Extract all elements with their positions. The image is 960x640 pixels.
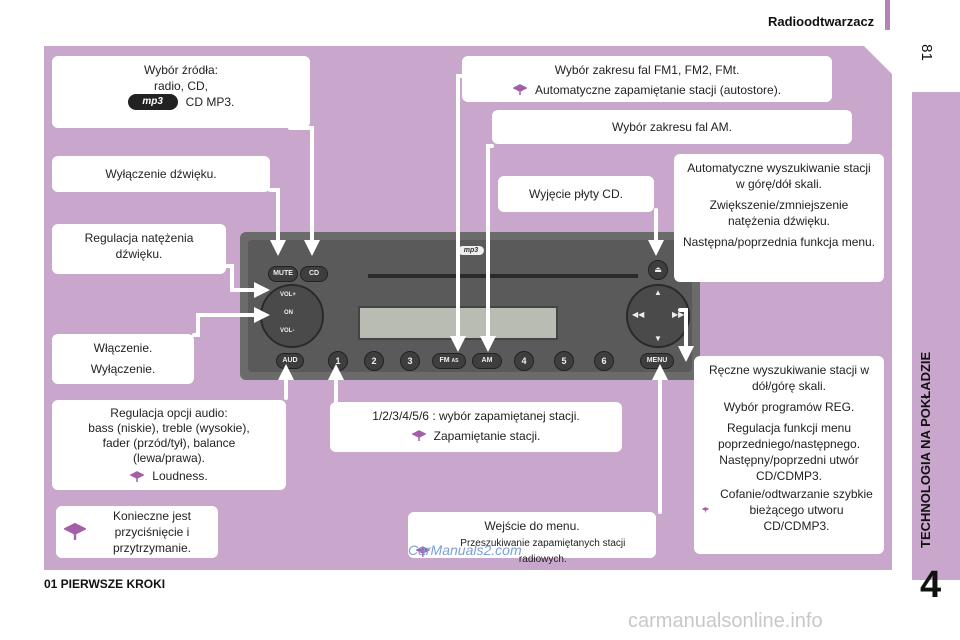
side-tab [912,92,960,580]
press-hold-icon [416,546,430,557]
audio-line5-row: Loudness. [60,469,278,484]
page-title: Radioodtwarzacz [768,14,875,29]
audio-line3: fader (przód/tył), balance [102,436,236,450]
presets-line1: 1/2/3/4/5/6 : wybór zapamiętanej stacji. [372,409,580,423]
menu-box: Wejście do menu. Przeszukiwanie zapamięt… [408,512,656,565]
preset-3-button[interactable]: 3 [400,351,420,371]
search-up-box: Automatyczne wyszukiwanie stacji w górę/… [674,154,884,282]
watermark: carmanualsonline.info [628,610,823,632]
audio-line1: Regulacja opcji audio: [110,406,228,420]
eject-button[interactable]: ⏏ [648,260,668,280]
next-icon: ▶▶ [672,310,685,319]
menu-line1: Wejście do menu. [484,519,580,533]
vol-down-label: VOL- [280,328,295,334]
manual-search-box: Ręczne wyszukiwanie stacji w dół/górę sk… [694,356,884,554]
audio-options-box: Regulacja opcji audio: bass (niskie), tr… [52,400,286,490]
audio-line2: bass (niskie), treble (wysokie), [88,421,250,435]
press-hold-icon [411,430,426,441]
volume-knob[interactable] [260,284,324,348]
fm-line2-row: Automatyczne zapamiętanie stacji (autost… [470,82,824,98]
cd-slot [368,274,638,278]
previous-icon: ◀◀ [632,310,645,319]
power-line2: Wyłączenie. [90,362,156,376]
press-hold-icon [702,507,709,513]
source-line2: radio, CD, [153,79,209,93]
source-mp3-row: mp3 CD MP3. [60,94,302,110]
eject-line1: Wyjęcie płyty CD. [529,187,623,201]
presets-box: 1/2/3/4/5/6 : wybór zapamiętanej stacji.… [330,402,622,452]
mute-button[interactable]: MUTE [268,266,298,282]
fm-line2: Automatyczne zapamiętanie stacji (autost… [534,83,782,97]
power-line1: Włączenie. [93,341,153,355]
source-line1: Wybór źródła: [144,63,218,77]
presets-line2: Zapamiętanie stacji. [433,429,541,443]
mp3-icon: mp3 [127,94,178,110]
search-up-p3: Następna/poprzednia funkcja menu. [682,235,876,249]
cd-button[interactable]: CD [300,266,328,282]
chapter-number: 4 [920,564,942,606]
site-mark: CarManuals2.com [408,542,522,558]
on-label: ON [284,310,293,316]
fm-label: FM [439,357,450,364]
legend-text: Konieczne jest przyciśnięcie i przytrzym… [112,509,192,555]
audio-line4: (lewa/prawa). [132,451,206,465]
preset-6-button[interactable]: 6 [594,351,614,371]
preset-4-button[interactable]: 4 [514,351,534,371]
am-button[interactable]: AM [472,353,502,369]
manual-p2: Wybór programów REG. [723,400,855,414]
volume-line1: Regulacja natężenia dźwięku. [84,231,194,261]
menu-line2: Przeszukiwanie zapamiętanych stacji radi… [460,538,626,565]
mp3-badge-radio: mp3 [458,246,484,255]
eject-box: Wyjęcie płyty CD. [498,176,654,212]
manual-p1: Ręczne wyszukiwanie stacji w dół/górę sk… [708,363,870,393]
manual-p3: Regulacja funkcji menu poprzedniego/nast… [717,421,861,483]
vol-up-label: VOL+ [280,292,296,298]
down-arrow-icon: ▼ [654,334,662,343]
press-hold-icon [512,84,527,95]
am-line1: Wybór zakresu fal AM. [612,120,732,134]
preset-5-button[interactable]: 5 [554,351,574,371]
press-hold-icon [64,522,86,540]
chapter-footer-title: 01 PIERWSZE KROKI [44,577,166,591]
manual-p4-row: Cofanie/odtwarzanie szybkie bieżącego ut… [702,486,876,534]
search-up-p1: Automatyczne wyszukiwanie stacji w górę/… [687,161,871,191]
navigation-knob[interactable] [626,284,690,348]
radio-face: mp3 MUTE CD VOL+ ON VOL- AUD 1 2 3 FM AS… [248,240,692,372]
am-band-box: Wybór zakresu fal AM. [492,110,852,144]
power-box: Włączenie. Wyłączenie. [52,334,194,384]
mute-line1: Wyłączenie dźwięku. [105,167,217,181]
source-line3: CD MP3. [185,95,235,109]
manual-p4: Cofanie/odtwarzanie szybkie bieżącego ut… [720,487,873,533]
search-up-p2: Zwiększenie/zmniejszenie natężenia dźwię… [709,198,849,228]
fm-sub-label: AS [451,358,459,364]
fm-band-box: Wybór zakresu fal FM1, FM2, FMt. Automat… [462,56,832,102]
fm-button[interactable]: FM AS [432,353,466,369]
volume-box: Regulacja natężenia dźwięku. [52,224,226,274]
fm-line1: Wybór zakresu fal FM1, FM2, FMt. [554,63,740,77]
radio-unit: mp3 MUTE CD VOL+ ON VOL- AUD 1 2 3 FM AS… [240,232,700,380]
header-bar [885,0,890,30]
legend-box: Konieczne jest przyciśnięcie i przytrzym… [56,506,218,558]
source-select-box: Wybór źródła: radio, CD, mp3 CD MP3. [52,56,310,128]
mute-box: Wyłączenie dźwięku. [52,156,270,192]
preset-2-button[interactable]: 2 [364,351,384,371]
menu-line2-row: Przeszukiwanie zapamiętanych stacji radi… [416,536,648,568]
audio-line5: Loudness. [152,469,208,483]
press-hold-icon [130,470,145,482]
up-arrow-icon: ▲ [654,288,662,297]
presets-line2-row: Zapamiętanie stacji. [338,428,614,444]
